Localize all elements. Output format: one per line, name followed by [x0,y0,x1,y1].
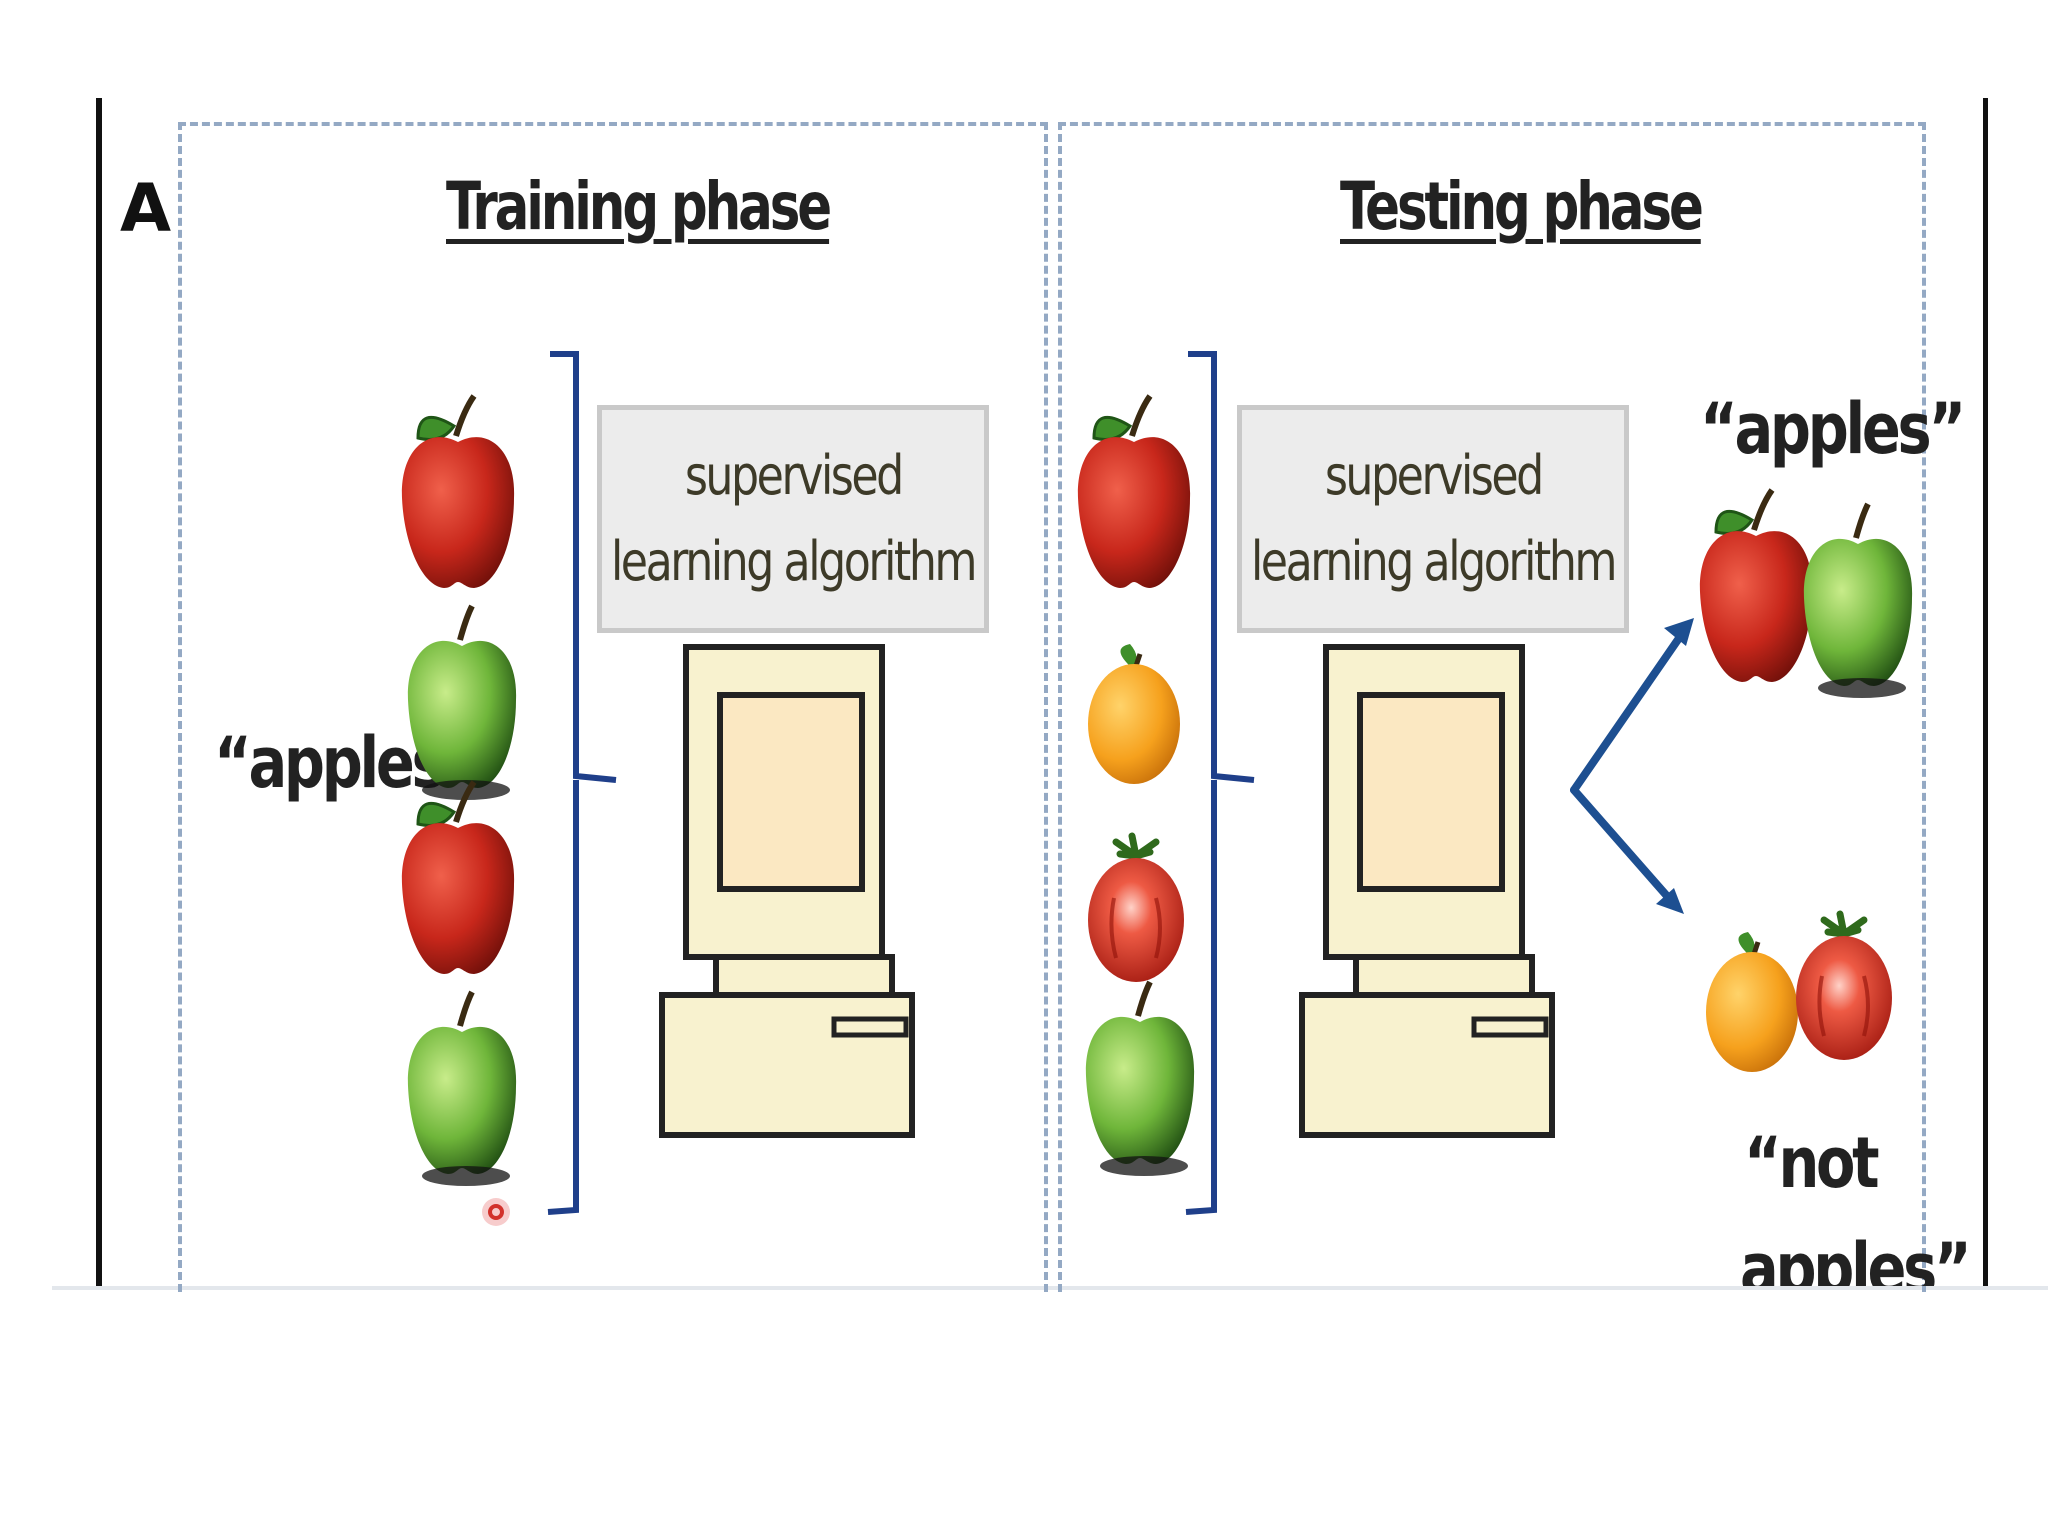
training-green-apple-2-icon [408,992,516,1186]
testing-not-apples-label-line1: “not [1744,1122,1880,1204]
training-green-apple-1-icon [408,606,516,800]
testing-not-apples-label-line2: apples” [1740,1228,1969,1286]
testing-algorithm-line1: supervised [1324,444,1543,507]
output-red-apple-icon [1700,490,1812,682]
training-red-apple-2-icon [402,782,514,974]
output-tomato-icon [1796,914,1892,1060]
bottom-divider [52,1286,2048,1290]
training-algorithm-box: supervised learning algorithm [597,405,989,633]
panel-frame [96,98,1988,1288]
testing-computer-icon [1302,647,1552,1135]
output-orange-icon [1706,932,1798,1072]
testing-red-apple-icon [1078,396,1190,588]
training-algorithm-line2: learning algorithm [610,530,978,593]
training-phase-title: Training phase [446,168,832,245]
training-phase-box [178,122,1048,1292]
arrow-down-head-icon [1656,888,1684,914]
training-algorithm-line1: supervised [684,444,903,507]
testing-algorithm-line2: learning algorithm [1250,530,1618,593]
testing-tomato-icon [1088,836,1184,982]
testing-algorithm-box: supervised learning algorithm [1237,405,1629,633]
testing-apples-output-label: “apples” [1700,388,1966,470]
classification-arrows [1570,624,1690,908]
testing-orange-icon [1088,644,1180,784]
training-bracket [547,351,617,1215]
training-red-apple-1-icon [402,396,514,588]
output-green-apple-icon [1804,504,1912,698]
panel-letter: A [120,170,172,247]
testing-green-apple-icon [1086,982,1194,1176]
arrow-up-head-icon [1664,618,1694,646]
testing-phase-box [1058,122,1926,1292]
cursor-dot-icon [482,1198,510,1226]
testing-bracket [1185,351,1255,1215]
testing-phase-title: Testing phase [1340,168,1704,245]
training-computer-icon [662,647,912,1135]
